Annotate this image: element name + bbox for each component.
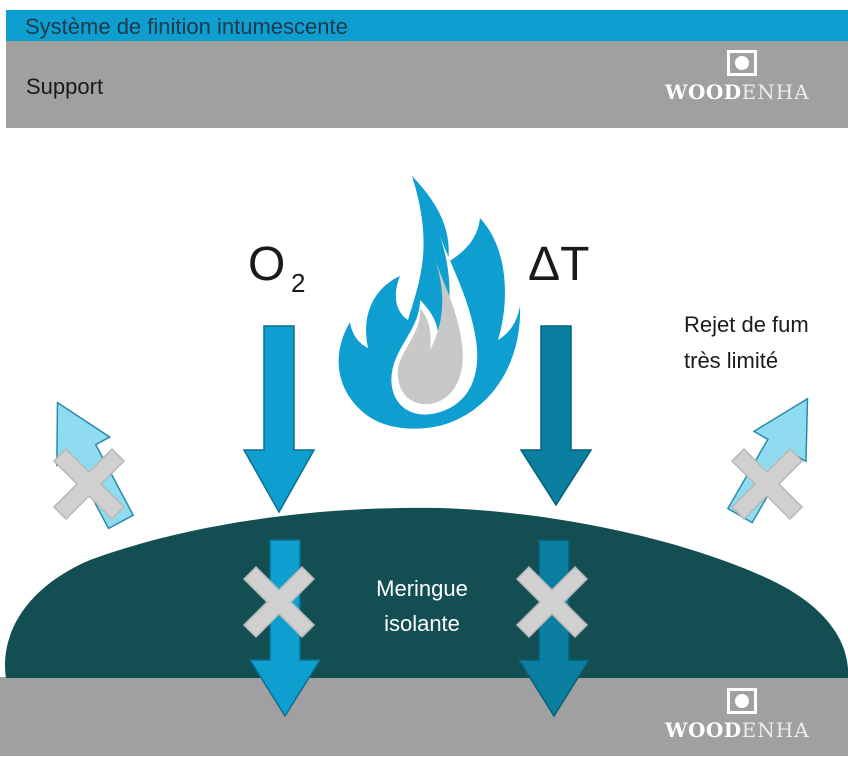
logo-wordmark: WOODENHA [665,80,810,104]
heat-arrow-icon [519,325,593,507]
heat-label: ΔT [528,238,589,291]
logo-mark-icon [727,50,757,76]
logo-wordmark: WOODENHA [665,718,810,742]
char-label-line1: Meringue [376,576,468,601]
support-substrate [0,677,848,756]
support-bar: Support [6,41,848,128]
smoke-label-line1: Rejet de fum [684,312,809,337]
page-title: Système de finition intumescente [25,14,348,39]
char-layer [5,507,848,678]
title-bar: Système de finition intumescente [6,10,848,41]
svg-text:O: O [248,238,285,291]
logo-mark-icon [727,688,757,714]
oxygen-arrow-icon [242,325,316,514]
oxygen-label: O 2 [248,238,305,298]
flame-icon [338,176,521,429]
support-label: Support [26,74,104,99]
woodenha-logo-bottom: WOODENHA [665,688,845,758]
heat-arrow-blocked-icon [517,539,591,718]
smoke-arrow-left-icon [30,387,149,537]
char-label-line2: isolante [384,611,460,636]
woodenha-logo: WOODENHA [665,50,845,120]
smoke-label-line2: très limité [684,348,778,373]
smoke-arrow-right-icon [713,382,835,532]
svg-text:2: 2 [291,268,305,298]
oxygen-arrow-blocked-icon [248,539,322,718]
